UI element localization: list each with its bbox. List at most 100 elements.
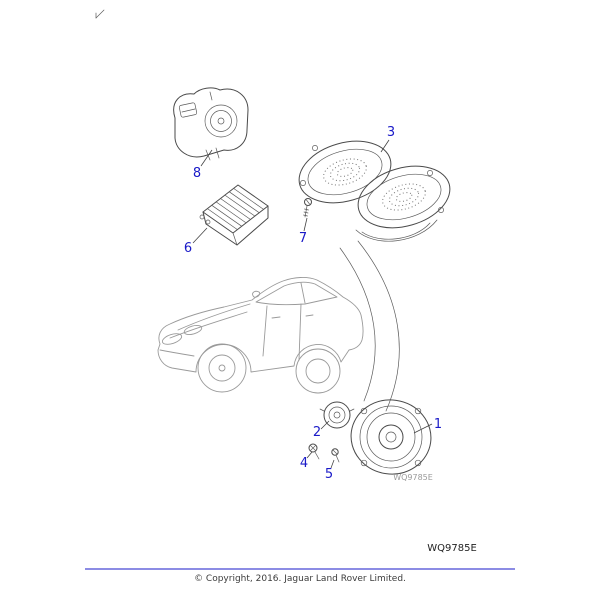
callout-5[interactable]: 5 xyxy=(325,467,333,482)
amplifier-illustration xyxy=(199,184,269,246)
leader-4 xyxy=(306,451,313,459)
car-rear-wheel-rim xyxy=(305,358,331,384)
car-headlamp xyxy=(183,324,203,336)
screw-4-head xyxy=(308,443,318,453)
speaker-lug-4 xyxy=(414,459,422,467)
footer: © Copyright, 2016. Jaguar Land Rover Lim… xyxy=(85,568,515,584)
subwoofer-left-pod xyxy=(298,140,392,204)
subwoofer-mount-screw-2 xyxy=(312,145,318,151)
bracket-speaker-center xyxy=(217,117,225,125)
car-front-wheel-hub xyxy=(218,364,226,372)
locating-arc-left xyxy=(339,247,376,402)
corner-tick-stroke xyxy=(95,9,105,19)
tweeter-ring xyxy=(328,406,346,424)
leader-7 xyxy=(303,217,308,232)
screw-7-slot xyxy=(306,199,310,205)
tweeter-tabs xyxy=(319,408,355,412)
tweeter-illustration xyxy=(319,401,355,429)
leader-6 xyxy=(192,227,208,244)
car-body-outline xyxy=(157,277,364,373)
subwoofer-left-outline xyxy=(298,140,392,204)
tweeter-center xyxy=(333,411,341,419)
screw-5-shaft xyxy=(335,454,340,463)
car-hood-creases xyxy=(169,303,251,339)
subwoofer-left-inner xyxy=(307,148,383,196)
tweeter-flange xyxy=(323,401,351,429)
subwoofer-left-grille-3 xyxy=(336,167,354,177)
amplifier-corner-edge xyxy=(232,232,238,246)
speaker-ring-1 xyxy=(359,405,423,469)
subwoofer-right-pod xyxy=(357,165,451,229)
screw-7-illustration xyxy=(303,198,312,218)
screw-4-illustration xyxy=(308,443,320,460)
car-bumper-line xyxy=(159,349,195,357)
car-mirror xyxy=(252,290,261,298)
speaker-center xyxy=(385,431,397,443)
speaker-watermark: WQ9785E xyxy=(393,473,433,482)
bracket-speaker-ring-inner xyxy=(210,110,232,132)
locating-arc-right xyxy=(357,240,400,412)
bracket-notch xyxy=(209,91,213,101)
bracket-illustration xyxy=(173,87,249,161)
speaker-lug-1 xyxy=(414,407,422,415)
callout-6[interactable]: 6 xyxy=(184,241,192,256)
car-windows xyxy=(255,281,338,306)
screw-5-head xyxy=(331,448,339,456)
subwoofer-right-grille-1 xyxy=(382,183,426,211)
car-rear-wheel xyxy=(295,348,341,394)
car-door-handles xyxy=(271,314,314,319)
callout-2[interactable]: 2 xyxy=(313,425,321,440)
car-front-wheel-rim xyxy=(208,354,236,382)
copyright-text: © Copyright, 2016. Jaguar Land Rover Lim… xyxy=(194,574,406,584)
car-grille xyxy=(161,333,183,345)
bracket-tab-line xyxy=(181,108,196,113)
leader-2 xyxy=(320,420,330,430)
speaker-illustration: WQ9785E xyxy=(350,399,433,482)
subwoofer-seal-curve xyxy=(355,219,438,242)
speaker-lug-3 xyxy=(360,459,368,467)
speaker-dome xyxy=(378,424,404,450)
callouts: 1 2 3 4 5 6 7 8 xyxy=(184,125,442,482)
screw-4-shaft xyxy=(314,451,320,460)
subwoofer-right-inner xyxy=(366,173,442,221)
subwoofer-mount-screw-4 xyxy=(427,170,433,176)
leader-1 xyxy=(413,423,433,434)
screw-7-threads xyxy=(303,208,309,217)
subwoofer-right-grille-3 xyxy=(395,192,413,202)
screw-5-slot xyxy=(332,449,338,455)
screw-5-illustration xyxy=(331,448,340,463)
bracket-feet xyxy=(205,147,220,161)
leader-3 xyxy=(380,139,390,153)
amplifier-connector-2 xyxy=(205,219,211,225)
doc-code: WQ9785E xyxy=(427,543,477,554)
subwoofer-left-grille-1 xyxy=(323,158,367,186)
callout-7[interactable]: 7 xyxy=(299,231,307,246)
amplifier-connector-1 xyxy=(199,214,205,220)
callout-3[interactable]: 3 xyxy=(387,125,395,140)
locating-arcs xyxy=(339,240,400,412)
car-door-lines xyxy=(262,303,302,361)
callout-4[interactable]: 4 xyxy=(300,456,308,471)
speaker-ring-2 xyxy=(366,412,416,462)
callout-8[interactable]: 8 xyxy=(193,166,201,181)
subwoofer-mount-screw-1 xyxy=(300,180,306,186)
bracket-tab xyxy=(178,102,198,118)
screw-7-head xyxy=(304,198,312,206)
leader-lines xyxy=(192,139,433,469)
car-b-pillar xyxy=(300,282,306,304)
leader-5 xyxy=(330,459,335,469)
speaker-flange xyxy=(350,399,432,475)
callout-1[interactable]: 1 xyxy=(434,417,442,432)
amplifier-heatsink-ribs xyxy=(207,188,264,230)
screw-4-cross xyxy=(310,445,316,451)
subwoofer-right-outline xyxy=(357,165,451,229)
subwoofer-illustration xyxy=(298,140,451,242)
subwoofer-mount-screw-3 xyxy=(438,207,444,213)
leader-8 xyxy=(200,149,213,167)
bracket-speaker-ring-outer xyxy=(204,104,238,138)
car-illustration xyxy=(157,277,364,394)
bracket-outline xyxy=(173,87,249,158)
speaker-lug-2 xyxy=(360,407,368,415)
